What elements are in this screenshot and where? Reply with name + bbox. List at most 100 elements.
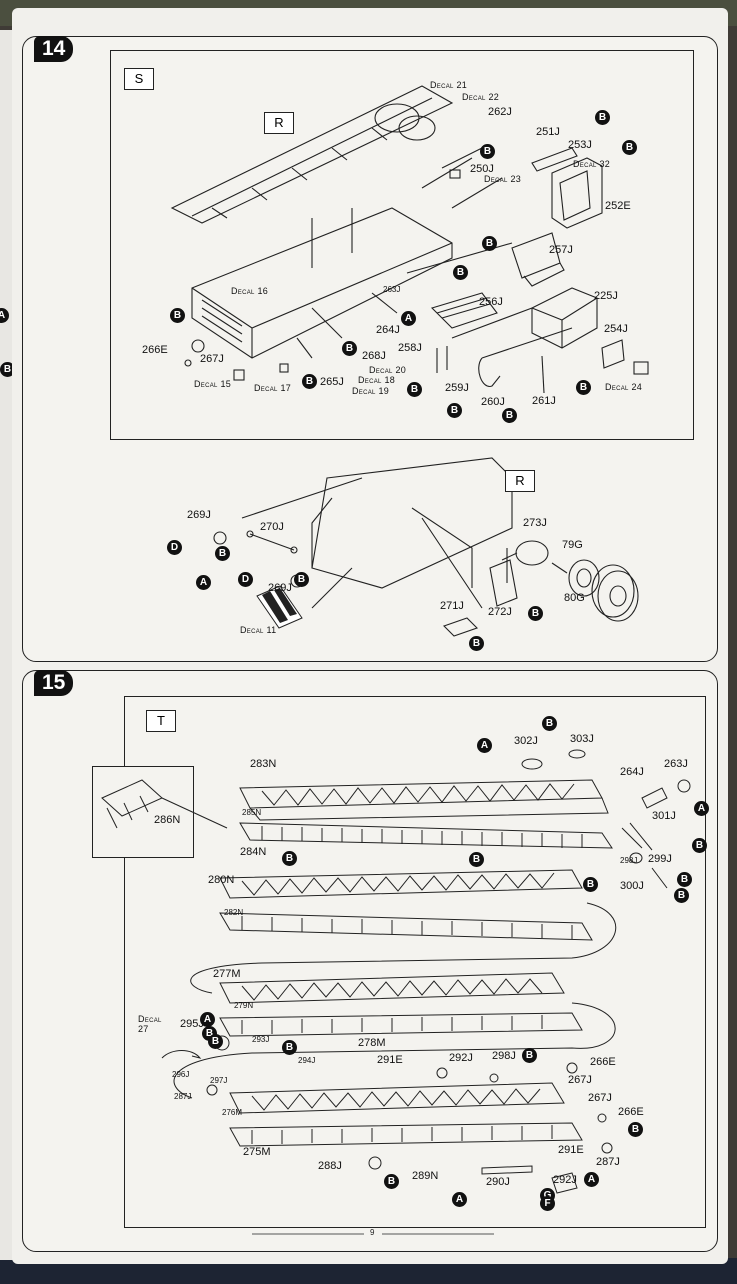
- marker: B: [622, 140, 637, 155]
- part-label: 257J: [549, 244, 573, 256]
- part-label: 261J: [532, 395, 556, 407]
- marker: B: [542, 716, 557, 731]
- sub-assembly-t-label: T: [146, 710, 176, 732]
- marker: A: [694, 801, 709, 816]
- marker: A: [452, 1192, 467, 1207]
- marker: B: [522, 1048, 537, 1063]
- part-label: 254J: [604, 323, 628, 335]
- part-label: 284N: [240, 846, 267, 858]
- marker: B: [502, 408, 517, 423]
- decal-label: Decal 27: [138, 1014, 162, 1034]
- sub-assembly-s-label: S: [124, 68, 154, 90]
- part-label: 298J: [620, 856, 638, 865]
- part-label: 272J: [488, 606, 512, 618]
- part-label: 273J: [523, 517, 547, 529]
- part-label: 299J: [648, 853, 672, 865]
- decal-label: Decal 20: [369, 365, 407, 375]
- part-label: 283N: [250, 758, 277, 770]
- marker: B: [677, 872, 692, 887]
- part-label: 270J: [260, 521, 284, 533]
- decal-label: Decal 17: [254, 383, 292, 393]
- marker: B: [583, 877, 598, 892]
- sub-assembly-s-frame: [110, 50, 694, 440]
- part-label: 258J: [398, 342, 422, 354]
- marker: B: [469, 636, 484, 651]
- part-label: 303J: [570, 733, 594, 745]
- part-label: 275M: [243, 1146, 271, 1158]
- decal-label: Decal 16: [231, 286, 269, 296]
- part-label: 263J: [664, 758, 688, 770]
- part-label: 266E: [618, 1106, 644, 1118]
- part-label: 276M: [222, 1108, 243, 1117]
- part-label: 291E: [377, 1054, 403, 1066]
- marker: A: [401, 311, 416, 326]
- part-label: 265J: [320, 376, 344, 388]
- part-label: 267J: [568, 1074, 592, 1086]
- part-label: 278M: [358, 1037, 386, 1049]
- part-label: 252E: [605, 200, 631, 212]
- part-label: 277M: [213, 968, 241, 980]
- part-label: 267J: [200, 353, 224, 365]
- decal-label: Decal 18: [358, 375, 396, 385]
- part-label: 79G: [562, 539, 583, 551]
- part-label: 264J: [620, 766, 644, 778]
- marker: B: [453, 265, 468, 280]
- part-label: 287J: [596, 1156, 620, 1168]
- part-label: 250J: [470, 163, 494, 175]
- part-label: 300J: [620, 880, 644, 892]
- part-label: 280N: [208, 874, 235, 886]
- part-label: 296J: [172, 1070, 190, 1079]
- part-label: 293J: [252, 1035, 270, 1044]
- decal-label: Decal 32: [573, 159, 611, 169]
- part-label: 251J: [536, 126, 560, 138]
- part-label: 263J: [383, 285, 401, 294]
- marker: D: [238, 572, 253, 587]
- page-number: 9: [370, 1228, 375, 1237]
- part-label: 269J: [187, 509, 211, 521]
- sub-assembly-r-label: R: [264, 112, 294, 134]
- part-label: 279N: [234, 1001, 254, 1010]
- part-label: 259J: [445, 382, 469, 394]
- marker: A: [477, 738, 492, 753]
- marker: B: [282, 1040, 297, 1055]
- marker: B: [595, 110, 610, 125]
- step-15-drawing: [101, 749, 691, 1194]
- part-label: 225J: [594, 290, 618, 302]
- part-label: 253J: [568, 139, 592, 151]
- marker: B: [282, 851, 297, 866]
- decal-label: Decal 21: [430, 80, 468, 90]
- marker: B: [447, 403, 462, 418]
- part-label: 288J: [318, 1160, 342, 1172]
- part-label: 301J: [652, 810, 676, 822]
- marker: B: [528, 606, 543, 621]
- part-label: 295J: [180, 1018, 204, 1030]
- marker: B: [628, 1122, 643, 1137]
- part-label: 266E: [142, 344, 168, 356]
- marker: B: [294, 572, 309, 587]
- part-label: 260J: [481, 396, 505, 408]
- marker: B: [384, 1174, 399, 1189]
- marker: F: [540, 1196, 555, 1211]
- part-label: 80G: [564, 592, 585, 604]
- marker: B: [170, 308, 185, 323]
- marker: B: [208, 1034, 223, 1049]
- part-label: 297J: [210, 1076, 228, 1085]
- decal-label: Decal 22: [462, 92, 500, 102]
- marker: B: [215, 546, 230, 561]
- marker: B: [576, 380, 591, 395]
- part-label: 285N: [242, 808, 262, 817]
- marker: A: [584, 1172, 599, 1187]
- part-label: 271J: [440, 600, 464, 612]
- part-label: 256J: [479, 296, 503, 308]
- step-15-number: 15: [34, 670, 74, 696]
- part-label: 302J: [514, 735, 538, 747]
- marker: B: [342, 341, 357, 356]
- part-label: 266E: [590, 1056, 616, 1068]
- marker: B: [692, 838, 707, 853]
- decal-label: Decal 19: [352, 386, 390, 396]
- sub-assembly-t-frame: [124, 696, 706, 1228]
- part-label: 262J: [488, 106, 512, 118]
- part-label: 282N: [224, 908, 244, 917]
- step-14-number: 14: [34, 36, 74, 62]
- marker: B: [469, 852, 484, 867]
